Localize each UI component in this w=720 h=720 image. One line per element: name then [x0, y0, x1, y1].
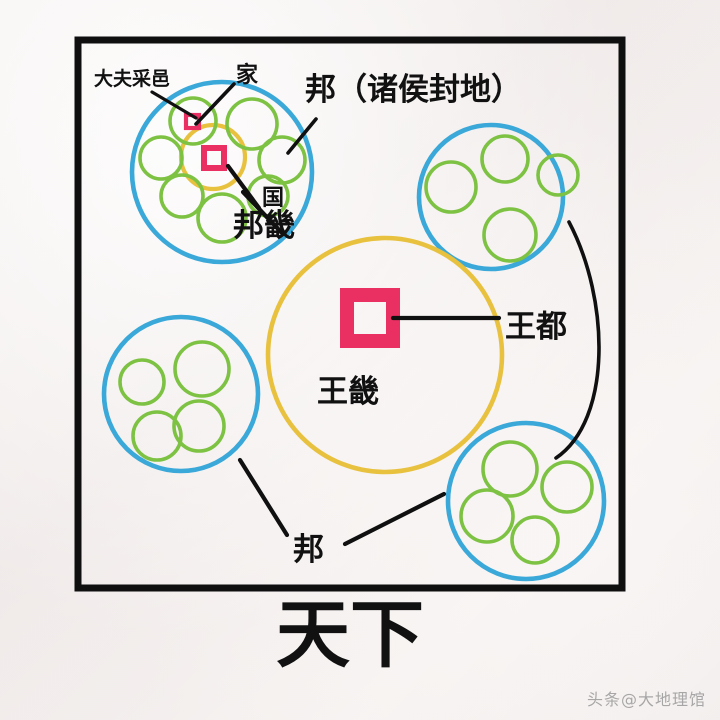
- green-circle-bang-top-left-3[interactable]: [138, 135, 184, 181]
- green-circle-bang-top-right-3[interactable]: [482, 207, 538, 263]
- label-bang-bottom: 邦: [293, 532, 324, 568]
- regions-layer: [101, 79, 607, 582]
- leader-lines-layer: [150, 82, 601, 547]
- green-circle-bang-bottom-left-2[interactable]: [131, 410, 183, 462]
- green-circle-bang-top-right-0[interactable]: [424, 160, 478, 214]
- region-bang-bottom-right[interactable]: [445, 420, 607, 582]
- green-circle-bang-top-left-5[interactable]: [196, 192, 248, 244]
- diagram-title: 天下: [276, 592, 424, 678]
- line-bangji: [240, 189, 284, 235]
- blue-circle-bang-bottom-left[interactable]: [101, 314, 261, 474]
- label-bangji: 邦畿: [233, 208, 295, 244]
- green-circle-bang-bottom-right-1[interactable]: [540, 460, 594, 514]
- green-circle-bang-top-right-2[interactable]: [536, 153, 580, 197]
- green-circle-bang-bottom-left-3[interactable]: [172, 399, 226, 453]
- curve-right: [554, 220, 601, 460]
- outer-frame: [74, 36, 626, 592]
- blue-circle-bang-top-right[interactable]: [416, 122, 566, 272]
- line-bang-zhuhou: [286, 117, 318, 155]
- green-circle-bang-top-left-0[interactable]: [168, 96, 218, 146]
- green-circle-bang-bottom-right-3[interactable]: [510, 515, 560, 565]
- region-bang-top-right[interactable]: [416, 122, 580, 272]
- royal-domain-layer: [265, 235, 505, 475]
- green-circle-bang-bottom-right-2[interactable]: [459, 488, 515, 544]
- region-bang-top-left[interactable]: [129, 79, 315, 265]
- green-circle-bang-top-left-4[interactable]: [159, 173, 205, 219]
- blue-circle-bang-top-left[interactable]: [129, 79, 315, 265]
- label-jia: 家: [236, 62, 259, 88]
- line-bang-bl: [237, 457, 290, 538]
- green-circle-bang-bottom-left-0[interactable]: [118, 358, 166, 406]
- label-wangdu: 王都: [505, 309, 567, 345]
- royal-domain-wangji[interactable]: [265, 235, 505, 475]
- line-bang-br: [342, 491, 447, 547]
- blue-circle-bang-bottom-right[interactable]: [445, 420, 607, 582]
- green-circle-bang-bottom-right-0[interactable]: [481, 440, 539, 498]
- green-circle-bang-bottom-left-1[interactable]: [173, 340, 231, 398]
- royal-capital-square[interactable]: [340, 288, 400, 348]
- watermark: 头条@大地理馆: [586, 690, 706, 709]
- royal-domain-circle[interactable]: [265, 235, 505, 475]
- green-circle-bang-top-right-1[interactable]: [480, 134, 530, 184]
- line-dafu-caiyi: [150, 90, 198, 120]
- region-bang-bottom-left[interactable]: [101, 314, 261, 474]
- label-dafu-caiyi: 大夫采邑: [94, 67, 170, 90]
- line-jia: [194, 82, 236, 126]
- label-bang-zhuhou: 邦（诸侯封地）: [305, 72, 522, 108]
- label-guo: 国: [262, 186, 284, 211]
- label-wangji: 王畿: [317, 374, 379, 410]
- capital-square-bang-top-left[interactable]: [201, 145, 227, 171]
- green-circle-bang-top-left-1[interactable]: [225, 97, 279, 151]
